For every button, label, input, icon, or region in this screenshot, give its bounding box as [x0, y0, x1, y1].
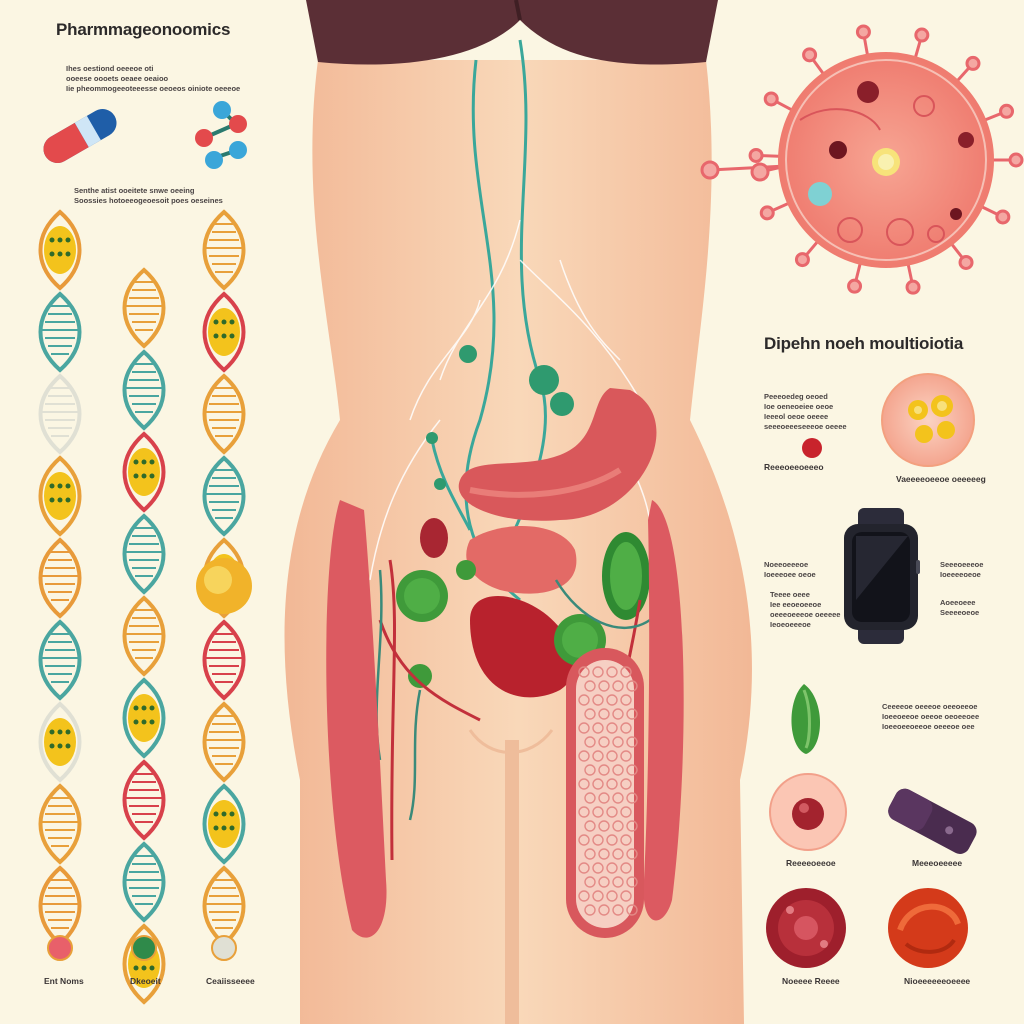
orange-cell-icon	[888, 888, 968, 968]
watch-note-left-b: Teeee oeee Iee eeoeoeeoe oeeeoeeeoe oeee…	[770, 590, 841, 629]
dna-segment	[38, 291, 82, 373]
dna-segment	[122, 431, 166, 513]
dna-note: Senthe atist ooeitete snwe oeeing Soossi…	[74, 186, 223, 205]
bio-sample-caption: Vaeeeeoeeoe oeeeeeg	[896, 474, 986, 484]
sample-note: Peeeoedeg oeoed Ioe oeneoeiee oeoe Ieeeo…	[764, 392, 847, 431]
dna-helix-icon	[38, 209, 252, 1005]
dna-segment	[38, 455, 82, 537]
dna-segment	[122, 677, 166, 759]
dna-segment	[202, 701, 246, 783]
orange-cell-caption: Nioeeeeeeoeeee	[904, 976, 971, 986]
watch-note-right-a: Seeeoeeeoe Ioeeeeoeoe	[940, 560, 984, 579]
dna-caption-1: Ent Noms	[44, 976, 84, 986]
intro-note: Ihes oestiond oeeeoe oti ooeese oooets o…	[66, 64, 241, 93]
dna-segment	[38, 209, 82, 291]
seed-note: Ceeeeoe oeeeoe oeeoeeoe Ioeeoeeoe oeeoe …	[882, 702, 980, 731]
dna-segment	[38, 619, 82, 701]
dna-segment	[38, 783, 82, 865]
virus-cell-icon	[700, 24, 1024, 295]
seed-icon	[791, 684, 820, 754]
sample-dish	[881, 373, 975, 467]
cell-sample-icon	[769, 773, 847, 851]
dna-segment	[122, 595, 166, 677]
dna-segment	[202, 373, 246, 455]
shorts	[306, 0, 718, 65]
watch-note-left-a: Noeeoeeeoe Ioeeeoee oeoe	[764, 560, 816, 579]
dna-caption-2: Dkeoeit	[130, 976, 161, 986]
dna-segment	[202, 209, 246, 291]
right-muscle	[643, 500, 684, 921]
red-cell-caption: Noeeee Reeee	[782, 976, 840, 986]
red-cell-icon	[766, 888, 846, 968]
gallbladder	[420, 518, 448, 558]
smartwatch-icon	[844, 508, 920, 644]
dna-segment	[38, 373, 82, 455]
dna-segment	[122, 349, 166, 431]
section-title: Dipehn noeh moultioiotia	[764, 334, 964, 353]
seed-caption: Reeeeoeeoe	[786, 858, 836, 868]
dna-caption-3: Ceaiisseeee	[206, 976, 255, 986]
page-title: Pharmmageonoomics	[56, 20, 231, 39]
capsule-caption: Meeeoeeeee	[912, 858, 963, 868]
dna-segment	[202, 291, 246, 373]
dna-segment	[38, 865, 82, 947]
dna-segment	[202, 455, 246, 537]
red-dot	[802, 438, 822, 458]
dna-segment	[38, 701, 82, 783]
dna-segment	[202, 865, 246, 947]
dna-segment	[122, 513, 166, 595]
kidney	[470, 596, 575, 698]
left-muscle	[326, 500, 387, 938]
molecule-icon	[195, 101, 247, 169]
dna-segment	[122, 841, 166, 923]
dna-segment	[122, 267, 166, 349]
watch-note-right-b: Aoeeoeee Seeeeoeoe	[940, 598, 980, 617]
capsule-device-icon	[888, 788, 977, 854]
duodenum	[466, 526, 577, 594]
lymph-nodes	[396, 345, 650, 688]
intestine-icon	[566, 648, 644, 938]
dna-segment	[202, 619, 246, 701]
dna-segment	[38, 537, 82, 619]
dna-segment	[122, 759, 166, 841]
cell-sample-caption: Reeeoeeoeeeo	[764, 462, 824, 472]
stomach-icon	[458, 388, 657, 521]
capsule-icon	[43, 109, 117, 163]
dna-segment	[202, 783, 246, 865]
